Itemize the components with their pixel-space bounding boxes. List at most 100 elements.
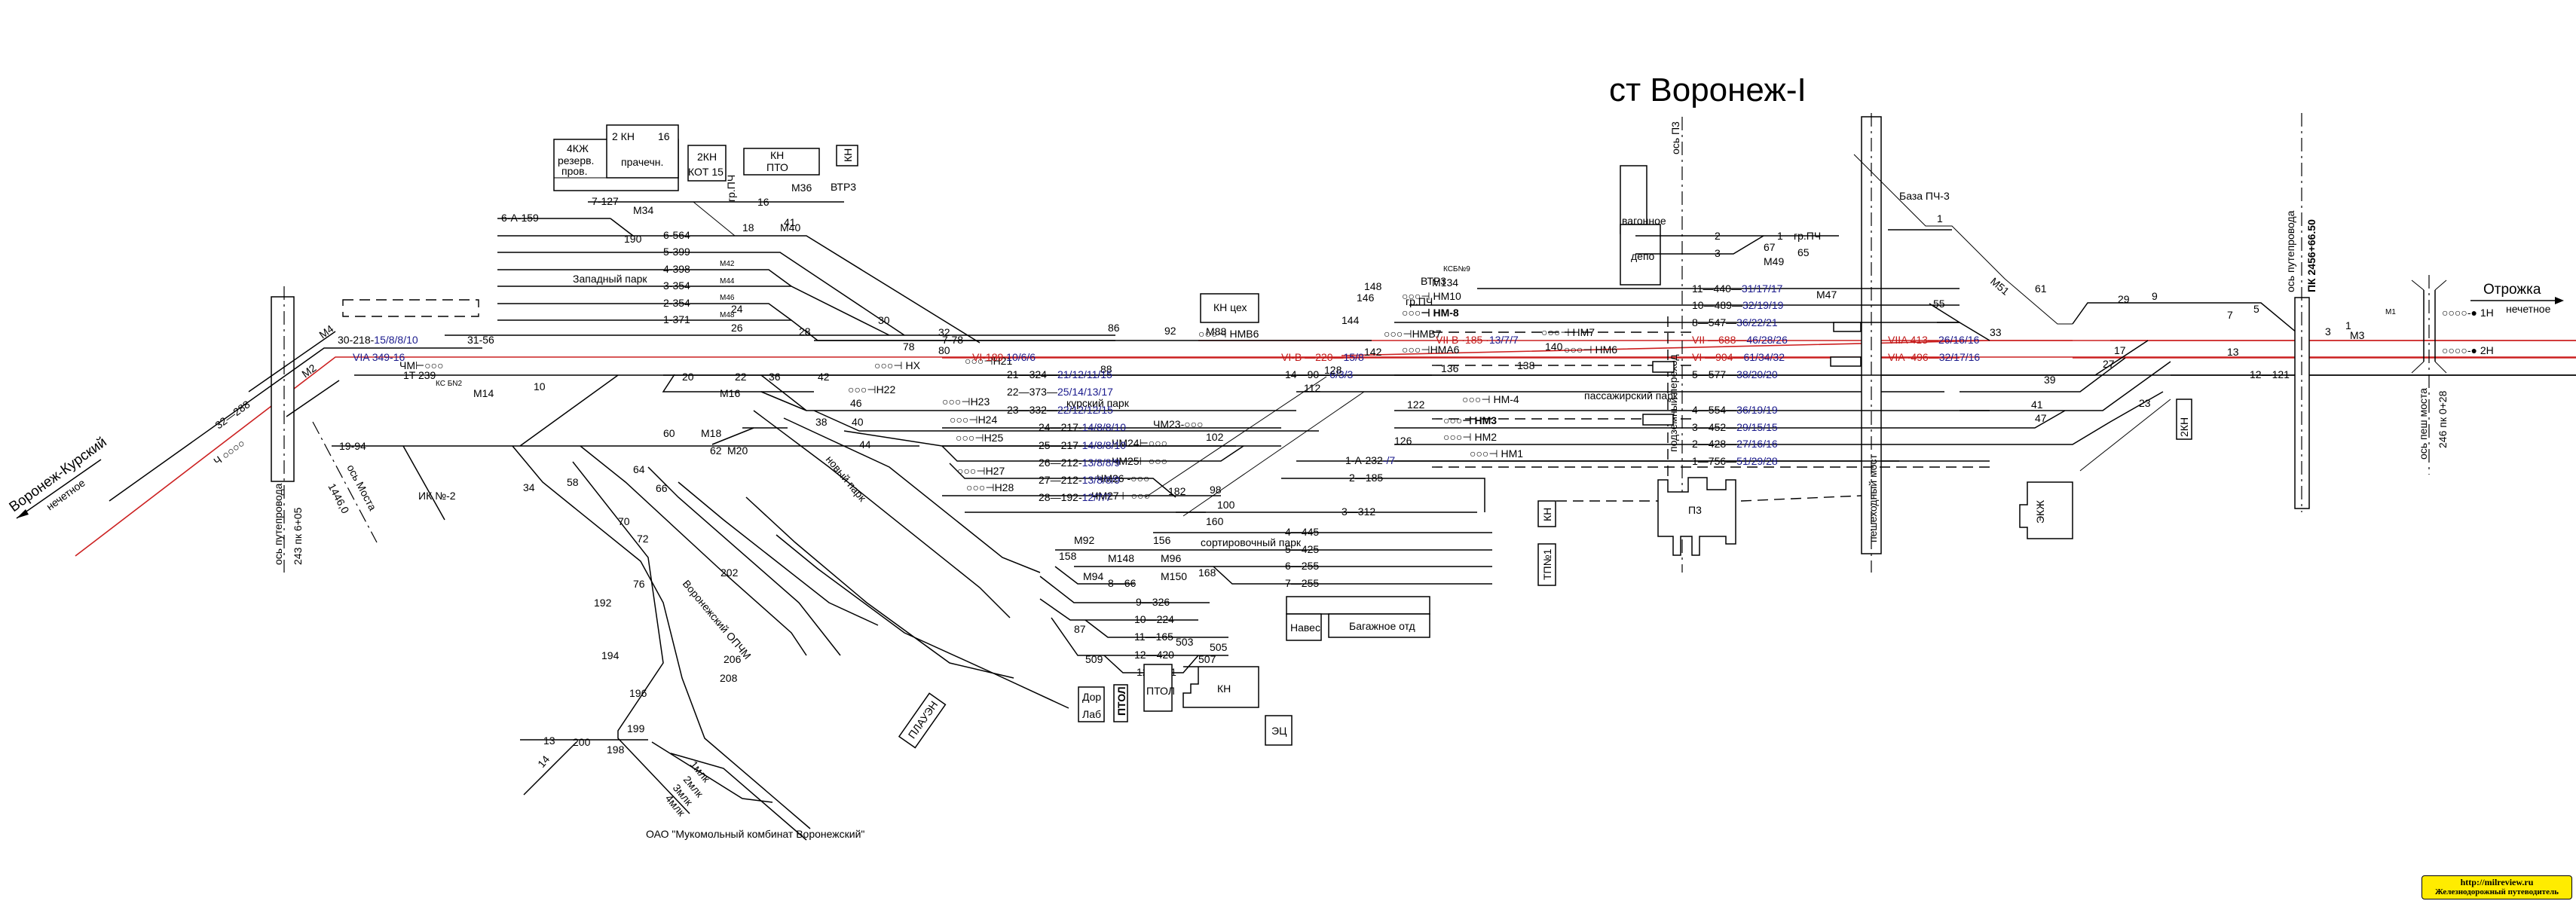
track-42 xyxy=(1990,410,2066,429)
track-45 xyxy=(1960,340,2149,376)
branch-64 xyxy=(647,466,841,656)
track-11 xyxy=(1085,619,1228,638)
switch-142: 142 xyxy=(1364,346,1382,358)
watermark-badge[interactable]: http://milreview.ru Железнодорожный путе… xyxy=(2422,875,2572,899)
switch-112: 112 xyxy=(1304,382,1321,394)
building-ptol xyxy=(1143,664,1173,712)
track-label: 2 xyxy=(1715,230,1721,242)
track-9 xyxy=(1039,576,1210,603)
watermark-url[interactable]: http://milreview.ru xyxy=(2460,877,2534,887)
branch-mill-2 xyxy=(572,461,690,814)
building-ekzh xyxy=(2019,481,2073,539)
building-label: ЭКЖ xyxy=(2034,500,2046,524)
track-label: 12—121 xyxy=(2250,368,2290,380)
switch-16-label: 16 xyxy=(757,196,769,208)
left-approach: 32—288 Ч ○○○○ M4 M2 xyxy=(109,299,2576,521)
switch-86: 86 xyxy=(1108,322,1120,334)
track-label: VIA 349-16 xyxy=(353,351,405,363)
track-label: 3—312 xyxy=(1342,505,1375,518)
signal-m20: M20 xyxy=(727,444,748,457)
signal-nm10: ○○○⊣ НМ10 xyxy=(1402,290,1461,302)
signal-m14: M14 xyxy=(473,387,494,399)
switch-55: 55 xyxy=(1933,298,1945,310)
track-ext xyxy=(1990,391,2164,445)
mill-note: ОАО "Мукомольный комбинат Воронежский" xyxy=(646,828,864,840)
signal-m47: M47 xyxy=(1816,289,1837,301)
track-label: VIA ·496—32/17/16 xyxy=(1888,351,1980,363)
ks-label: КС БN2 xyxy=(436,380,462,388)
switch-34: 34 xyxy=(523,481,535,493)
track-label: 3—452—29/15/15 xyxy=(1692,421,1778,433)
building-label: Лаб xyxy=(1082,708,1101,720)
switch-78: 78 xyxy=(903,341,915,353)
building-naves xyxy=(1286,613,1322,641)
switch-10: 10 xyxy=(534,380,546,392)
signal-chm23: ЧМ23-○○○ xyxy=(1153,418,1204,430)
track-label: 5—425 xyxy=(1285,543,1319,555)
switch-44: 44 xyxy=(859,438,871,450)
track-label: VI-189 10/6/6 xyxy=(972,351,1036,363)
diagonal-100-112 xyxy=(1145,376,1327,498)
switch-62: 62 xyxy=(710,444,722,457)
building-kn-shop xyxy=(1200,293,1259,323)
watermark-subtitle: Железнодорожный путеводитель xyxy=(2435,887,2559,896)
switch-38: 38 xyxy=(815,416,828,428)
track-41 xyxy=(1960,357,2126,392)
switch-5: 5 xyxy=(2253,303,2259,315)
mill-branches: 13 14 200 198 199 196 194 192 1млк 2млк … xyxy=(512,445,1069,841)
main-left-labels: 30-218-15/8/8/10 31-56 VIA 349-16 1T 239… xyxy=(338,334,546,502)
top-left-buildings: 4КЖ резерв. пров. 2 КН 16 прачечн. 2КН К… xyxy=(553,124,858,191)
footbridge-label: пешеходный мост xyxy=(1867,454,1879,542)
building-2kn-kot xyxy=(687,145,727,182)
signal-m49: M49 xyxy=(1764,255,1784,267)
switch-41: 41 xyxy=(2031,399,2043,411)
right-overpass-pk: ПК 2456+66.50 xyxy=(2305,219,2317,292)
signal-m148: M148 xyxy=(1108,552,1134,564)
switch-182: 182 xyxy=(1168,485,1186,497)
building-label: 2 КН xyxy=(612,130,635,142)
track-14 xyxy=(523,741,577,796)
signal-m96: M96 xyxy=(1161,552,1181,564)
signal-1h: ○○○○-● 1Н xyxy=(2442,307,2494,319)
switch-192: 192 xyxy=(594,597,612,609)
track-label: 7-78 xyxy=(942,334,963,346)
track-label: 14—90—6/3/3 xyxy=(1285,368,1354,380)
switch-67: 67 xyxy=(1764,241,1776,253)
main-track-odd xyxy=(75,356,2576,557)
building-label: КН xyxy=(842,148,854,162)
building-label: ТП№1 xyxy=(1541,548,1553,580)
signal-m44: M44 xyxy=(720,277,735,286)
track-4 xyxy=(497,269,792,287)
track-4mlk xyxy=(670,753,807,841)
label-base-pch3: База ПЧ-3 xyxy=(1899,190,1950,202)
branch-66 xyxy=(678,481,879,626)
switch-168: 168 xyxy=(1198,567,1216,579)
track-label: 10—224 xyxy=(1134,613,1174,625)
right-overpass-label: ось путепровода xyxy=(2284,210,2296,292)
track-label: 22—373—25/14/13/17 xyxy=(1007,386,1113,398)
station-title: ст Воронеж-I xyxy=(1609,72,1807,108)
switch-160: 160 xyxy=(1206,515,1224,527)
label-ksb9: КСБ№9 xyxy=(1443,265,1470,273)
building-label: КН цех xyxy=(1213,301,1247,313)
track-23 xyxy=(813,410,1319,432)
arrow-head-icon xyxy=(2555,297,2564,304)
building-kn-small xyxy=(836,145,858,166)
switch-87: 87 xyxy=(1074,623,1086,635)
foot-bridge-axis-label: ось пеш моста xyxy=(2417,388,2429,460)
switch-200: 200 xyxy=(573,736,591,748)
track-label: VIIA 413—26/16/16 xyxy=(1888,334,1980,346)
signal-m18: M18 xyxy=(701,427,721,439)
middle-tracks: VI-B —220—15/8 VII B ·185 ·13/7/7 14—90—… xyxy=(1176,265,1944,518)
crossover-16-18 xyxy=(693,201,736,237)
overpass-label: ось путепровода xyxy=(272,483,284,565)
switch-8-10 xyxy=(519,374,619,447)
direction-right-name: Отрожка xyxy=(2483,282,2541,298)
building-2kn-right xyxy=(2176,399,2192,440)
park-label-kursk: курский парк xyxy=(1066,397,1130,409)
track-12 xyxy=(1051,617,1228,656)
switch-126: 126 xyxy=(1394,435,1412,447)
switch-41-label: 41 xyxy=(784,216,796,228)
track-label: 5-399 xyxy=(663,246,690,258)
